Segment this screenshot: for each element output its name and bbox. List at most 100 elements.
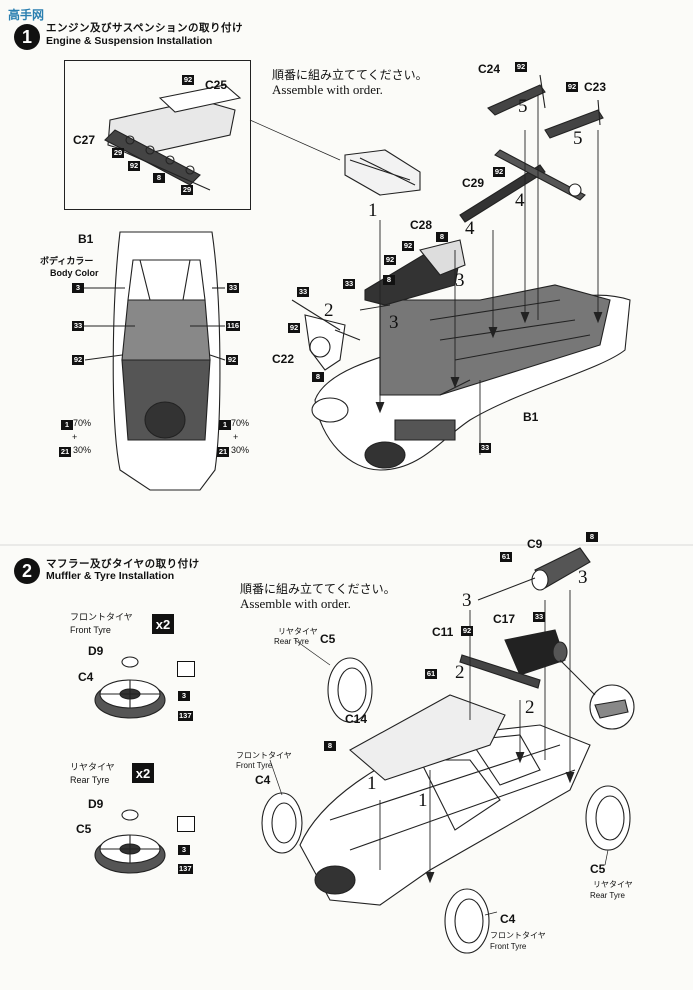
color-code-badge: 61 bbox=[425, 669, 437, 679]
assembly-step-2: 2 bbox=[525, 697, 535, 718]
part-label-C24: C24 bbox=[478, 62, 501, 76]
mix-pct-a-left: 70% bbox=[73, 418, 92, 428]
part-label-D9: D9 bbox=[88, 644, 104, 658]
front-tyre-label-en: Front Tyre bbox=[70, 625, 111, 635]
part-label-C4: C4 bbox=[255, 773, 271, 787]
part-label-C4: C4 bbox=[78, 670, 94, 684]
assembly-step-5: 5 bbox=[573, 128, 583, 149]
part-label-C5: C5 bbox=[320, 632, 336, 646]
mix-color-b-right: 21 bbox=[217, 447, 229, 457]
part-label-C25: C25 bbox=[205, 78, 228, 92]
assembly-step-1: 1 bbox=[367, 773, 377, 794]
step-1-order-jp: 順番に組み立ててください。 bbox=[272, 68, 428, 82]
color-code-badge: 8 bbox=[586, 532, 598, 542]
color-code-badge: 61 bbox=[500, 552, 512, 562]
rear-tyre-position-jp: リヤタイヤ bbox=[593, 880, 633, 889]
step-2-order-jp: 順番に組み立ててください。 bbox=[240, 582, 396, 596]
assembly-step-3: 3 bbox=[455, 270, 465, 291]
mix-color-a-left: 1 bbox=[61, 420, 73, 430]
mix-plus-right: + bbox=[233, 432, 239, 442]
part-label-C22: C22 bbox=[272, 352, 295, 366]
color-code-badge: 92 bbox=[461, 626, 473, 636]
body-color-label-en: Body Color bbox=[50, 268, 99, 278]
part-label-C23: C23 bbox=[584, 80, 607, 94]
rear-tyre-label-jp: リヤタイヤ bbox=[70, 762, 115, 772]
assembly-step-3: 3 bbox=[462, 590, 472, 611]
step-2-number: 2 bbox=[14, 558, 40, 584]
body-part-label: B1 bbox=[78, 232, 94, 246]
assembly-step-3: 3 bbox=[578, 567, 588, 588]
step-2-title-en: Muffler & Tyre Installation bbox=[46, 570, 175, 582]
color-code-badge: 33 bbox=[227, 283, 239, 293]
color-code-badge: 33 bbox=[297, 287, 309, 297]
part-label-C9: C9 bbox=[527, 537, 543, 551]
part-label-C11: C11 bbox=[432, 625, 454, 639]
color-code-badge: 33 bbox=[533, 612, 545, 622]
mix-pct-a-right: 70% bbox=[231, 418, 250, 428]
part-label-D9: D9 bbox=[88, 797, 104, 811]
rear-tyre-label-en: Rear Tyre bbox=[70, 775, 110, 785]
assembly-step-4: 4 bbox=[515, 190, 525, 211]
color-code-badge: 29 bbox=[181, 185, 193, 195]
color-code-badge: 92 bbox=[566, 82, 578, 92]
mix-pct-b-left: 30% bbox=[73, 445, 92, 455]
assembly-step-4: 4 bbox=[465, 218, 475, 239]
color-code-badge: 33 bbox=[72, 321, 84, 331]
body-color-label-jp: ボディカラー bbox=[40, 256, 94, 266]
color-code-badge: 3 bbox=[178, 845, 190, 855]
step-1-order-en: Assemble with order. bbox=[272, 82, 383, 97]
glue-icon bbox=[177, 816, 195, 832]
assembly-step-5: 5 bbox=[518, 96, 528, 117]
front-tyre-label-jp: フロントタイヤ bbox=[70, 612, 133, 622]
part-label-C28: C28 bbox=[410, 218, 433, 232]
part-label-C14: C14 bbox=[345, 712, 368, 726]
chassis-wheels-drawing bbox=[261, 657, 631, 954]
glue-icon bbox=[177, 661, 195, 677]
part-label-C17: C17 bbox=[493, 612, 516, 626]
color-code-badge: 92 bbox=[128, 161, 140, 171]
step-1-title-en: Engine & Suspension Installation bbox=[46, 35, 213, 47]
mix-color-b-left: 21 bbox=[59, 447, 71, 457]
color-code-badge: 8 bbox=[312, 372, 324, 382]
color-code-badge: 29 bbox=[112, 148, 124, 158]
front-tyre-position-jp: フロントタイヤ bbox=[236, 751, 292, 760]
part-label-C4: C4 bbox=[500, 912, 516, 926]
part-label-B1: B1 bbox=[523, 410, 539, 424]
color-code-badge: 92 bbox=[515, 62, 527, 72]
color-code-badge: 8 bbox=[324, 741, 336, 751]
rear-tyre-position-en: Rear Tyre bbox=[274, 637, 309, 646]
color-code-badge: 92 bbox=[384, 255, 396, 265]
mix-color-a-right: 1 bbox=[219, 420, 231, 430]
rear-tyre-detail bbox=[94, 809, 166, 874]
assembly-step-3: 3 bbox=[389, 312, 399, 333]
part-label-C29: C29 bbox=[462, 176, 485, 190]
color-code-badge: 8 bbox=[383, 275, 395, 285]
color-code-badge: 33 bbox=[479, 443, 491, 453]
step-2-title-jp: マフラー及びタイヤの取り付け bbox=[46, 558, 200, 570]
assembly-step-2: 2 bbox=[455, 662, 465, 683]
color-code-badge: 92 bbox=[72, 355, 84, 365]
color-code-badge: 92 bbox=[493, 167, 505, 177]
front-tyre-qty: x2 bbox=[152, 614, 174, 634]
color-code-badge: 92 bbox=[288, 323, 300, 333]
front-tyre-position-en: Front Tyre bbox=[490, 942, 527, 951]
color-code-badge: 3 bbox=[178, 691, 190, 701]
rear-tyre-position-en: Rear Tyre bbox=[590, 891, 625, 900]
inset-suspension-drawing bbox=[104, 84, 242, 191]
mix-pct-b-right: 30% bbox=[231, 445, 250, 455]
part-label-C5: C5 bbox=[76, 822, 92, 836]
front-tyre-position-jp: フロントタイヤ bbox=[490, 931, 546, 940]
front-tyre-position-en: Front Tyre bbox=[236, 761, 273, 770]
mix-plus-left: + bbox=[72, 432, 78, 442]
color-code-badge: 92 bbox=[182, 75, 194, 85]
part-label-C5: C5 bbox=[590, 862, 606, 876]
watermark-logo: 高手网 bbox=[8, 8, 45, 22]
color-code-badge: 33 bbox=[343, 279, 355, 289]
rear-tyre-qty: x2 bbox=[132, 763, 154, 783]
assembly-step-1: 1 bbox=[368, 200, 378, 221]
color-code-badge: 92 bbox=[402, 241, 414, 251]
step-2-order-en: Assemble with order. bbox=[240, 596, 351, 611]
color-code-badge: 8 bbox=[436, 232, 448, 242]
rear-tyre-position-jp: リヤタイヤ bbox=[278, 627, 318, 636]
color-code-badge: 137 bbox=[178, 864, 193, 874]
